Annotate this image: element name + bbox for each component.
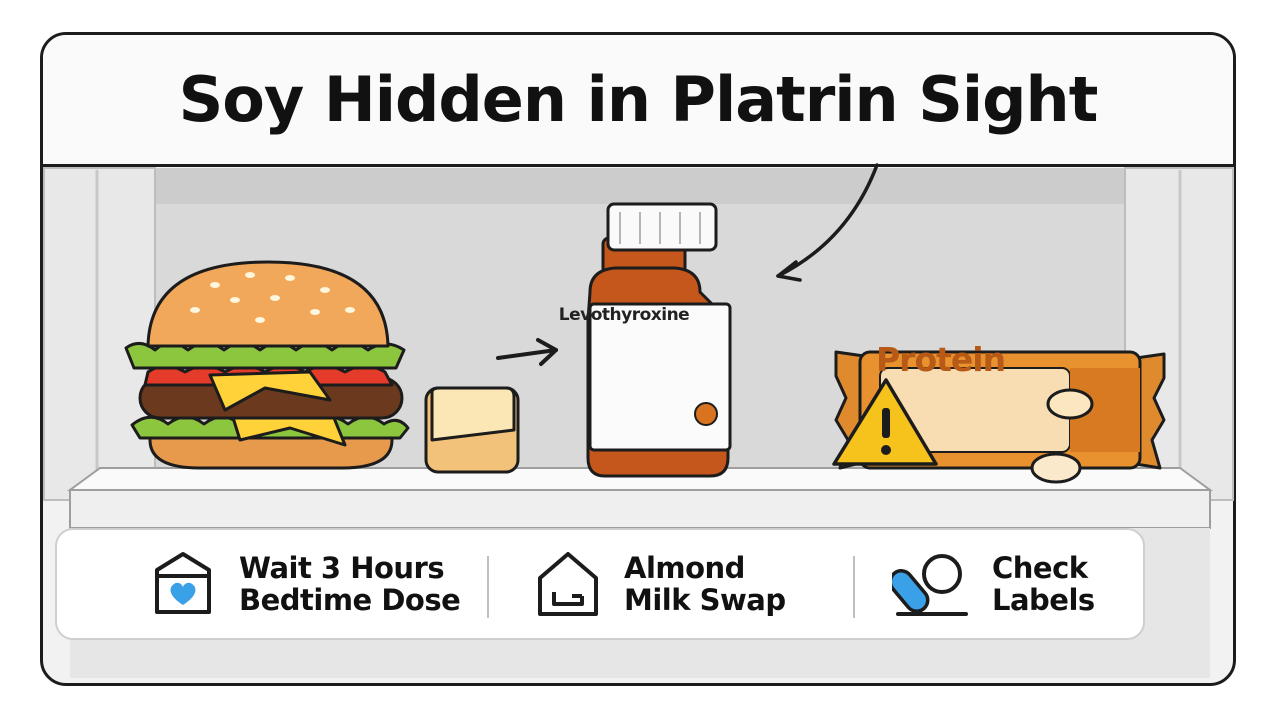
- sesame-seeds: [190, 272, 355, 323]
- tip-check-labels: Check Labels: [892, 530, 1095, 638]
- milk-carton-icon: [538, 552, 598, 616]
- fridge-left-wall: [43, 167, 156, 501]
- levothyroxine-bottle-icon: [586, 202, 732, 478]
- tip-almond-milk: Almond Milk Swap: [532, 530, 786, 638]
- page-title: Soy Hidden in Platrin Sight: [178, 63, 1099, 136]
- burger-icon: [124, 260, 410, 470]
- tip-line-1: Check: [992, 551, 1088, 585]
- protein-bar-label: Protein: [876, 340, 1006, 379]
- protein-bar-icon: [834, 350, 1166, 484]
- tip-text: Check Labels: [992, 552, 1095, 616]
- arrow-right-icon: [496, 338, 558, 366]
- tip-line-2: Bedtime Dose: [239, 583, 461, 617]
- header-banner: Soy Hidden in Platrin Sight: [43, 35, 1233, 167]
- shelf-edge: [69, 489, 1211, 529]
- divider: [853, 556, 855, 618]
- calendar-heart-icon: [155, 552, 211, 614]
- tip-text: Wait 3 Hours Bedtime Dose: [239, 551, 461, 617]
- pill-label-icon: [892, 554, 968, 616]
- tip-line-1: Wait 3 Hours: [239, 551, 445, 585]
- tip-line-2: Labels: [992, 583, 1095, 617]
- tip-text: Almond Milk Swap: [624, 552, 786, 616]
- tip-wait-hours: Wait 3 Hours Bedtime Dose: [147, 530, 461, 638]
- tip-line-1: Almond: [624, 551, 745, 585]
- divider: [487, 556, 489, 618]
- tips-panel: Wait 3 Hours Bedtime Dose Almond Milk Sw…: [55, 528, 1145, 640]
- curved-arrow-icon: [776, 163, 879, 282]
- tip-line-2: Milk Swap: [624, 583, 786, 617]
- warning-icon: [832, 378, 938, 466]
- tofu-cube-icon: [424, 386, 520, 474]
- bottle-label: Levothyroxine: [558, 305, 690, 325]
